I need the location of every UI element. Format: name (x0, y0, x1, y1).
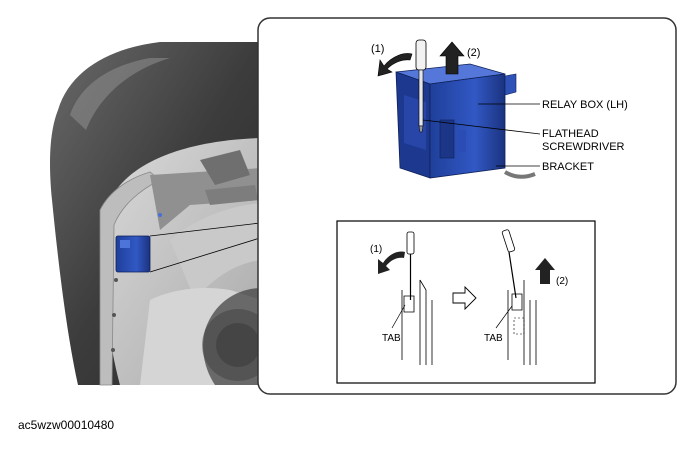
label-relay-box: RELAY BOX (LH) (542, 99, 628, 111)
inset-step1: (1) (370, 244, 382, 255)
zoom-leader-top (149, 222, 261, 237)
fender-illustration (50, 42, 274, 386)
callout-step2: (2) (467, 47, 480, 59)
callout-step1: (1) (371, 43, 384, 55)
label-tab-right: TAB (484, 333, 503, 344)
zoom-leader-bottom (149, 237, 261, 273)
inset-lift-arrow-icon (535, 258, 555, 284)
leader-screwdriver (422, 119, 541, 135)
step-after-illustration (501, 229, 537, 365)
step-before-illustration (401, 231, 433, 365)
flathead-screwdriver (415, 39, 427, 133)
label-screwdriver-line2: SCREWDRIVER (542, 141, 625, 153)
figure-id: ac5wzw00010480 (18, 418, 115, 432)
lift-arrow-icon (439, 41, 465, 75)
label-bracket: BRACKET (542, 161, 594, 173)
leader-tab-right (495, 305, 513, 329)
inset-rotate-arrow-icon (378, 251, 405, 274)
label-tab-left: TAB (382, 333, 401, 344)
leader-tab-left (391, 304, 406, 329)
rotate-arrow-icon (377, 53, 413, 77)
relay-box-location (115, 235, 151, 273)
inset-step2: (2) (556, 276, 568, 287)
label-screwdriver-line1: FLATHEAD (542, 128, 599, 140)
next-step-arrow-icon (452, 285, 477, 311)
